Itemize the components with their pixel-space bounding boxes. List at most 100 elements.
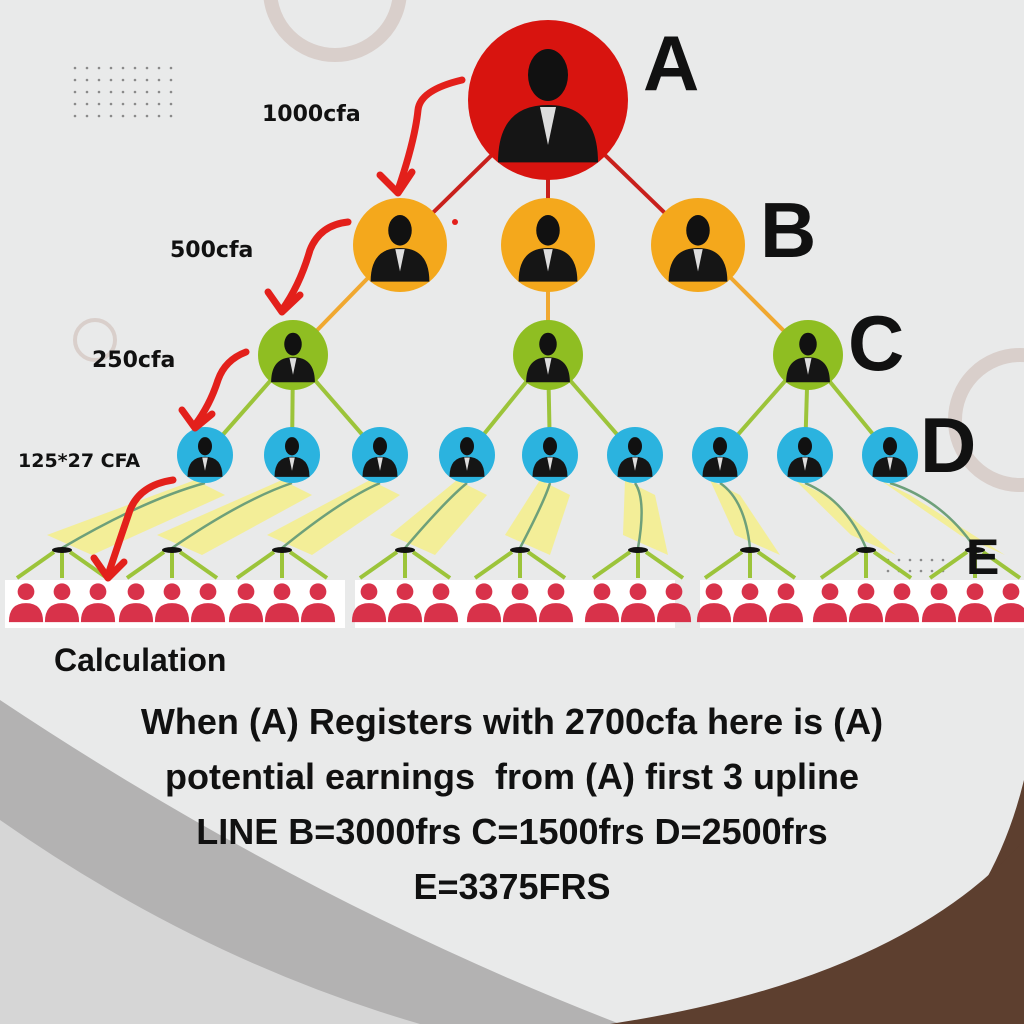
connector-line	[526, 550, 567, 580]
squiggle-line	[719, 481, 752, 549]
person-icon	[538, 583, 574, 623]
squiggle-line	[61, 481, 206, 550]
node-b	[353, 198, 447, 292]
amount-c-to-d: 250cfa	[92, 348, 176, 373]
squiggle-line	[633, 482, 643, 549]
person-shirt	[544, 358, 552, 375]
person-head	[511, 583, 529, 601]
person-shirt	[395, 249, 405, 272]
dot	[121, 102, 125, 106]
connector-line	[591, 550, 632, 580]
connector-line	[872, 550, 913, 580]
node-d	[177, 427, 233, 483]
arrow-c-to-d	[191, 348, 250, 429]
person-icon	[80, 583, 116, 623]
connector-line	[981, 550, 1022, 580]
person-shirt	[717, 457, 723, 471]
arrow-a-to-b	[394, 76, 466, 194]
person-head	[536, 215, 560, 246]
person-body	[154, 603, 190, 623]
squiggle-line	[518, 482, 552, 549]
person-shirt	[632, 457, 638, 471]
person-head	[665, 583, 683, 601]
person-head	[127, 583, 145, 601]
dot	[897, 558, 901, 562]
calculation-title: Calculation	[54, 642, 227, 678]
level-label-b: B	[760, 186, 817, 274]
person-head	[432, 583, 450, 601]
person-head	[857, 583, 875, 601]
person-head	[373, 437, 387, 456]
person-shirt	[693, 249, 703, 272]
person-body	[620, 603, 656, 623]
person-body	[656, 603, 692, 623]
dot	[157, 66, 161, 70]
dot	[73, 114, 77, 118]
person-head	[285, 437, 299, 456]
dot	[109, 102, 113, 106]
person-head	[388, 215, 412, 246]
person-head	[284, 332, 302, 356]
person-body	[502, 603, 538, 623]
person-head	[89, 583, 107, 601]
dot	[73, 66, 77, 70]
person-body	[584, 603, 620, 623]
person-shirt	[543, 249, 553, 272]
highlight-marker	[157, 480, 312, 555]
dot	[169, 90, 173, 94]
person-head	[966, 583, 984, 601]
person-head	[547, 583, 565, 601]
person-head	[543, 437, 557, 456]
connector-line	[288, 550, 329, 580]
connector-line	[358, 550, 399, 580]
person-head	[475, 583, 493, 601]
level-label-a: A	[643, 19, 700, 107]
person-head	[539, 332, 557, 356]
hub-dot	[162, 547, 182, 553]
dot	[145, 66, 149, 70]
dot	[169, 78, 173, 82]
squiggle-line	[171, 481, 293, 550]
dot	[133, 102, 137, 106]
person-icon	[44, 583, 80, 623]
person-icon	[620, 583, 656, 623]
person-icon	[921, 583, 957, 623]
arrow-a-to-b-head	[376, 168, 416, 197]
dot	[133, 78, 137, 82]
person-body	[351, 603, 387, 623]
person-icon	[351, 583, 387, 623]
dot	[97, 102, 101, 106]
person-icon	[118, 583, 154, 623]
person-head	[309, 583, 327, 601]
person-body	[921, 603, 957, 623]
person-icon	[264, 583, 300, 623]
connector-line	[125, 550, 166, 580]
person-body	[228, 603, 264, 623]
dot	[121, 78, 125, 82]
node-b	[651, 198, 745, 292]
person-head	[777, 583, 795, 601]
decor-ring	[73, 318, 117, 362]
person-head	[273, 583, 291, 601]
node-b	[501, 198, 595, 292]
connector-line	[644, 550, 685, 580]
person-body	[957, 603, 993, 623]
person-icon	[696, 583, 732, 623]
person-body	[118, 603, 154, 623]
dot	[919, 569, 923, 573]
person-icon	[387, 583, 423, 623]
person-shirt	[464, 457, 470, 471]
person-body	[538, 603, 574, 623]
hub-dot	[628, 547, 648, 553]
level-label-e: E	[966, 529, 1000, 585]
person-body	[387, 603, 423, 623]
dot	[930, 558, 934, 562]
person-body	[190, 603, 226, 623]
calculation-text: When (A) Registers with 2700cfa here is …	[40, 694, 984, 914]
dot	[121, 114, 125, 118]
connector-line	[703, 550, 744, 580]
squiggle-line	[281, 481, 381, 549]
amount-d-to-e: 125*27 CFA	[18, 450, 141, 472]
person-body	[44, 603, 80, 623]
person-body	[300, 603, 336, 623]
